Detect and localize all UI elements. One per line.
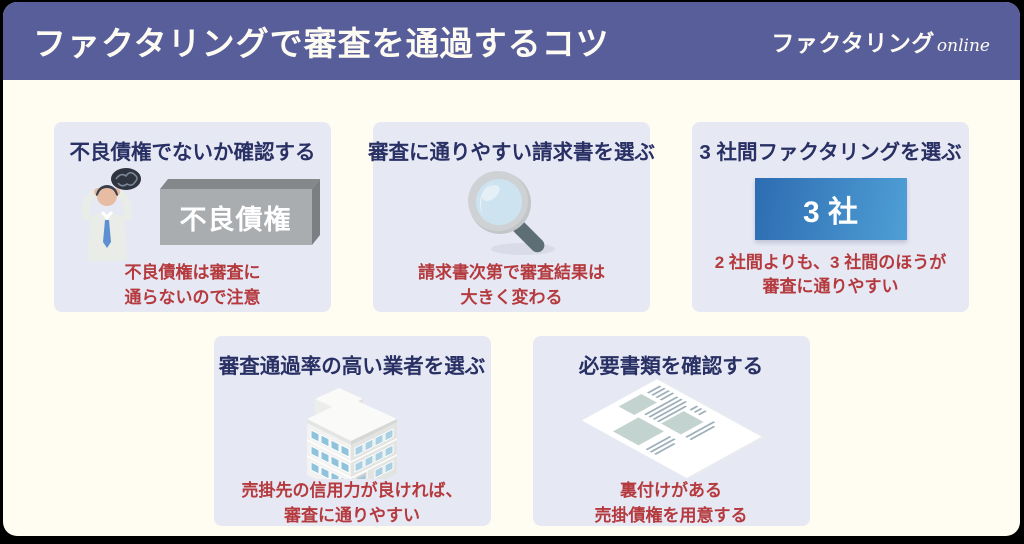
card-caption: 請求書次第で審査結果は 大きく変わる — [418, 261, 605, 310]
caption-line-1: 請求書次第で審査結果は — [418, 263, 605, 282]
card-high-pass-rate-vendor: 審査通過率の高い業者を選ぶ — [213, 336, 491, 528]
caption-line-1: 裏付けがある — [620, 481, 722, 500]
bad-debt-illustration: 不良債権 — [62, 165, 323, 261]
document-icon — [581, 379, 766, 479]
page-title: ファクタリングで審査を通過するコツ — [33, 25, 610, 62]
caption-line-1: 2 社間よりも、3 社間のほうが — [714, 252, 947, 272]
card-caption: 2 社間よりも、3 社間のほうが 審査に通りやすい — [715, 251, 947, 300]
card-required-documents: 必要書類を確認する — [532, 336, 810, 528]
bad-debt-box: 不良債権 — [159, 179, 320, 245]
caption-line-1: 不良債権は審査に — [124, 263, 261, 282]
three-party-illustration: 3 社 — [700, 165, 961, 251]
card-title: 不良債権でないか確認する — [69, 141, 316, 164]
card-caption: 売掛先の信用力が良ければ、 審査に通りやすい — [242, 479, 463, 528]
caption-line-2: 審査に通りやすい — [762, 277, 899, 297]
card-caption: 裏付けがある 売掛債権を用意する — [595, 479, 748, 528]
magnifier-icon — [467, 171, 555, 255]
caption-line-1: 売掛先の信用力が良ければ、 — [241, 481, 463, 500]
caption-line-2: 大きく変わる — [460, 287, 563, 307]
brand-logo-suffix: online — [936, 36, 990, 56]
brand-logo-text: ファクタリング — [771, 30, 935, 56]
card-bad-debt-check: 不良債権でないか確認する — [54, 122, 331, 312]
header-bar: ファクタリングで審査を通過するコツ ファクタリング online — [3, 2, 1020, 80]
brand-logo: ファクタリング online — [771, 24, 990, 58]
caption-line-2: 売掛債権を用意する — [594, 505, 748, 525]
card-row-2: 審査通過率の高い業者を選ぶ — [3, 336, 1020, 526]
building-icon — [307, 388, 397, 479]
invoice-illustration — [381, 165, 642, 261]
card-title: 3 社間ファクタリングを選ぶ — [699, 141, 962, 164]
card-title: 審査通過率の高い業者を選ぶ — [218, 355, 486, 378]
bad-debt-box-label: 不良債権 — [179, 204, 292, 235]
card-choose-invoice: 審査に通りやすい請求書を選ぶ 請求書次第で審査結果は 大きく変わる — [368, 122, 655, 312]
caption-line-2: 審査に通りやすい — [284, 505, 420, 525]
card-three-party-factoring: 3 社間ファクタリングを選ぶ 3 社 2 社間よりも、3 社間のほうが 審査に通… — [692, 122, 969, 312]
card-row-1: 不良債権でないか確認する — [3, 122, 1020, 312]
vendor-illustration — [222, 379, 483, 479]
infographic-canvas: ファクタリングで審査を通過するコツ ファクタリング online 不良債権でない… — [3, 2, 1020, 536]
card-title: 必要書類を確認する — [578, 355, 764, 378]
card-title: 審査に通りやすい請求書を選ぶ — [368, 141, 655, 164]
bad-debt-box-top-face — [159, 179, 320, 189]
three-companies-badge: 3 社 — [754, 177, 907, 240]
bad-debt-box-side-face — [311, 179, 320, 245]
documents-illustration — [541, 379, 802, 479]
card-caption: 不良債権は審査に 通らないので注意 — [125, 261, 261, 310]
caption-line-2: 通らないので注意 — [124, 287, 261, 307]
worried-person-icon — [81, 168, 141, 261]
three-companies-label: 3 社 — [802, 195, 859, 229]
